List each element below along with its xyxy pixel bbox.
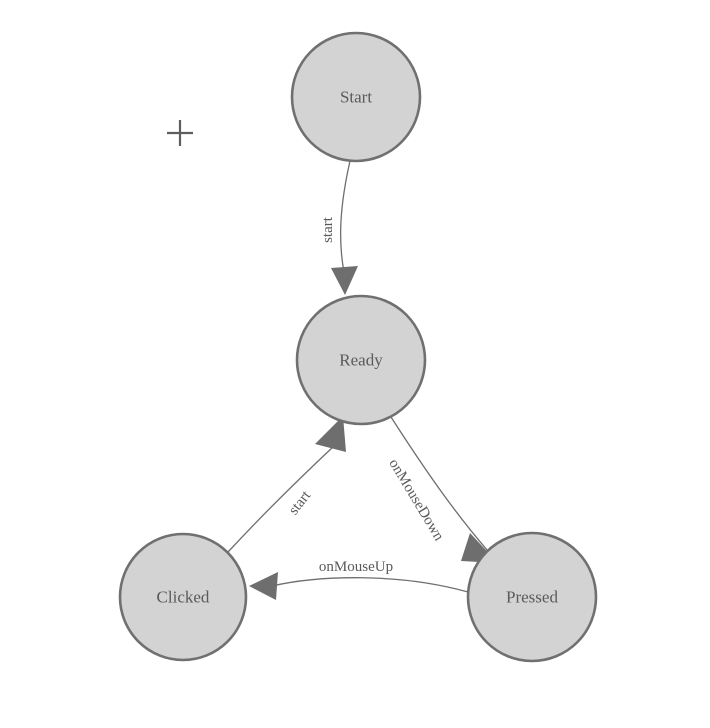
node-start[interactable]: Start <box>290 31 422 163</box>
edge-ready-to-pressed-path <box>390 416 489 552</box>
edge-pressed-to-clicked-arrowhead <box>249 572 278 600</box>
node-clicked-circle[interactable] <box>118 532 248 662</box>
edge-label-text: start <box>286 487 315 518</box>
node-clicked-label: Clicked <box>157 588 210 607</box>
edge-label-pressed-to-clicked: onMouseUp <box>319 559 393 575</box>
node-start-circle[interactable] <box>290 31 422 163</box>
node-ready[interactable]: Ready <box>295 294 427 426</box>
edge-label-text: onMouseDown <box>385 456 447 544</box>
edge-label-clicked-to-ready: start <box>286 487 315 518</box>
node-clicked[interactable]: Clicked <box>118 532 248 662</box>
edge-start-to-ready-path <box>339 160 351 273</box>
edge-start-to-ready-arrowhead <box>331 266 358 295</box>
node-ready-label: Ready <box>339 351 383 370</box>
edge-start-to-ready[interactable] <box>331 160 358 295</box>
node-ready-circle[interactable] <box>295 294 427 426</box>
plus-crosshair-marker[interactable] <box>167 120 193 146</box>
edge-label-text: start <box>320 216 336 243</box>
edge-label-start-to-ready: start <box>320 216 336 243</box>
edge-clicked-to-ready[interactable] <box>227 416 346 553</box>
edge-pressed-to-clicked-path <box>271 577 469 593</box>
edge-clicked-to-ready-arrowhead <box>315 416 346 452</box>
node-pressed[interactable]: Pressed <box>466 531 598 663</box>
edge-pressed-to-clicked[interactable] <box>249 572 469 600</box>
node-start-label: Start <box>340 88 372 107</box>
node-pressed-circle[interactable] <box>466 531 598 663</box>
edge-label-text: onMouseUp <box>319 559 393 575</box>
node-pressed-label: Pressed <box>506 588 558 607</box>
edge-clicked-to-ready-path <box>227 445 335 553</box>
edge-label-ready-to-pressed: onMouseDown <box>385 456 447 544</box>
